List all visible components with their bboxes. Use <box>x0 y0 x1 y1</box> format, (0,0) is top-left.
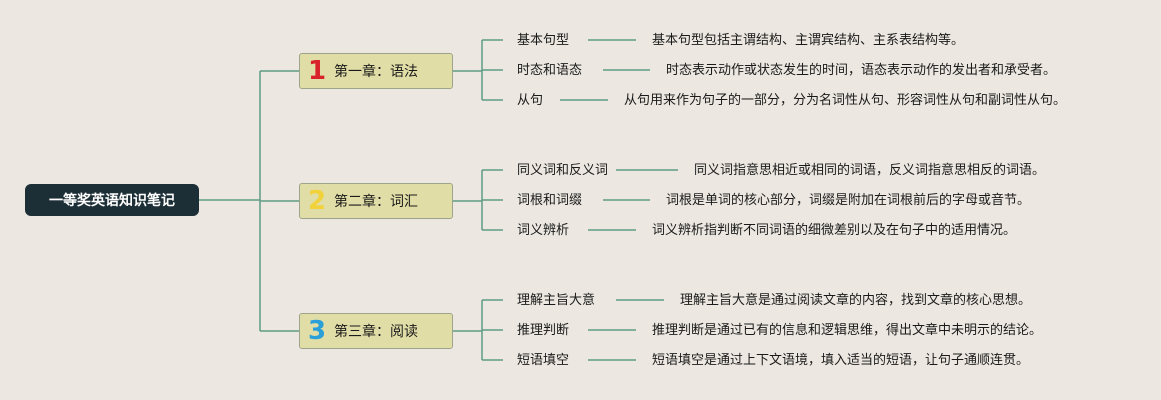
desc-1-3: 从句用来作为句子的一部分，分为名词性从句、形容词性从句和副词性从句。 <box>624 93 1067 108</box>
desc-2-2: 词根是单词的核心部分，词缀是附加在词根前后的字母或音节。 <box>666 193 1031 208</box>
desc-3-1: 理解主旨大意是通过阅读文章的内容，找到文章的核心思想。 <box>680 293 1032 308</box>
chapter-title-1: 第一章：语法 <box>334 64 418 80</box>
chapter-number-1: 1 <box>307 56 327 86</box>
desc-3-2: 推理判断是通过已有的信息和逻辑思维，得出文章中未明示的结论。 <box>652 323 1043 338</box>
topic-1-2[interactable]: 时态和语态 <box>517 63 583 78</box>
desc-3-3: 短语填空是通过上下文语境，填入适当的短语，让句子通顺连贯。 <box>652 353 1030 368</box>
topic-1-3[interactable]: 从句 <box>517 93 544 108</box>
chapter-title-3: 第三章：阅读 <box>334 324 418 340</box>
chapter-node-1[interactable]: 1 第一章：语法 <box>299 53 453 89</box>
topic-2-2[interactable]: 词根和词缀 <box>517 193 583 208</box>
chapter-title-2: 第二章：词汇 <box>334 194 418 210</box>
topic-2-1[interactable]: 同义词和反义词 <box>517 163 609 178</box>
desc-1-1: 基本句型包括主谓结构、主谓宾结构、主系表结构等。 <box>652 33 965 48</box>
chapter-node-3[interactable]: 3 第三章：阅读 <box>299 313 453 349</box>
desc-1-2: 时态表示动作或状态发生的时间，语态表示动作的发出者和承受者。 <box>666 63 1057 78</box>
root-node[interactable]: 一等奖英语知识笔记 <box>25 184 199 216</box>
desc-2-3: 词义辨析指判断不同词语的细微差别以及在句子中的适用情况。 <box>652 223 1017 238</box>
topic-1-1[interactable]: 基本句型 <box>517 33 570 48</box>
topic-3-3[interactable]: 短语填空 <box>517 353 570 368</box>
topic-2-3[interactable]: 词义辨析 <box>517 223 570 238</box>
chapter-node-2[interactable]: 2 第二章：词汇 <box>299 183 453 219</box>
chapter-number-3: 3 <box>307 316 327 346</box>
desc-2-1: 同义词指意思相近或相同的词语，反义词指意思相反的词语。 <box>694 163 1046 178</box>
topic-3-2[interactable]: 推理判断 <box>517 323 570 338</box>
topic-3-1[interactable]: 理解主旨大意 <box>517 293 596 308</box>
root-label: 一等奖英语知识笔记 <box>49 193 175 209</box>
chapter-number-2: 2 <box>307 186 327 216</box>
